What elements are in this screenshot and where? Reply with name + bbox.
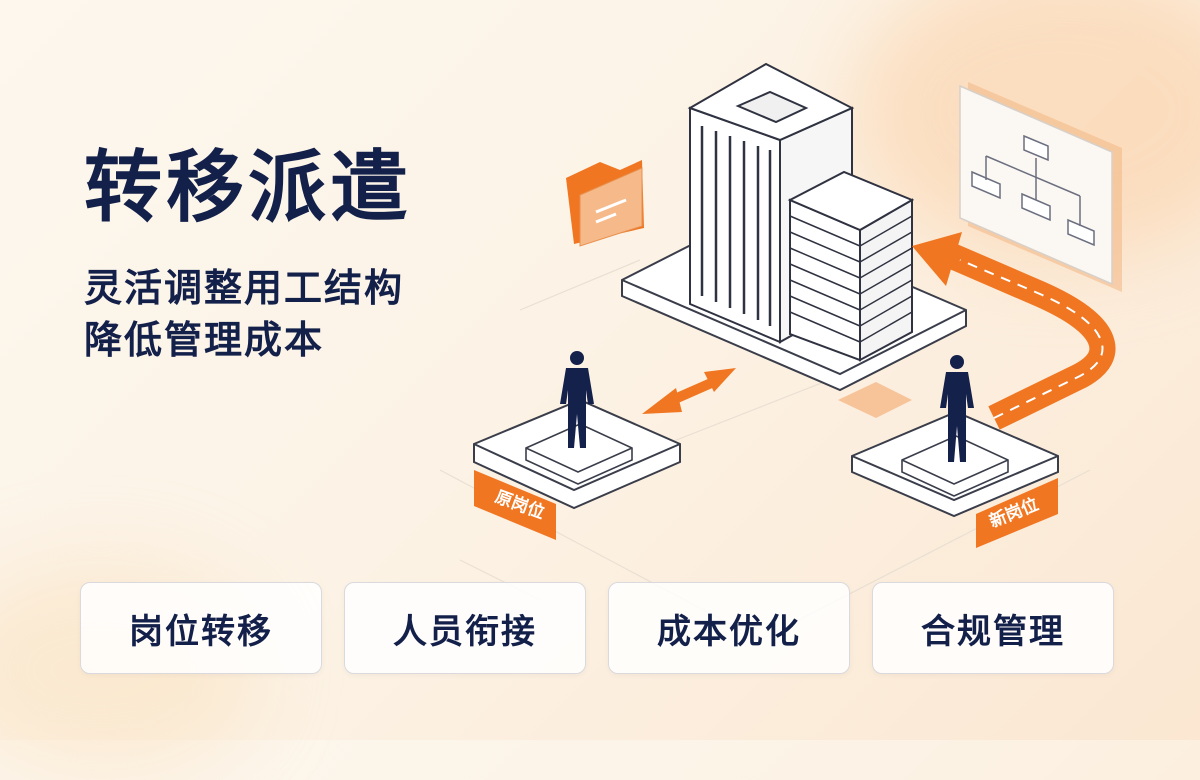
person-origin-icon [560,351,594,448]
origin-post-platform [473,398,681,510]
hero-text: 转移派遣 灵活调整用工结构 降低管理成本 [84,140,412,366]
subtitle-line-1: 灵活调整用工结构 [84,266,405,310]
feature-card-cost-optimization: 成本优化 [608,582,850,674]
double-arrow-icon [642,368,736,414]
feature-card-staff-handover: 人员衔接 [344,582,586,674]
transfer-illustration: 原岗位 新岗位 [439,62,1122,641]
folder-icon [566,160,644,247]
feature-card-post-transfer: 岗位转移 [80,582,322,674]
org-chart-icon [959,82,1122,292]
feature-cards: 岗位转移 人员衔接 成本优化 合规管理 [80,582,1114,674]
page-title: 转移派遣 [84,143,413,233]
subtitle-line-2: 降低管理成本 [84,318,325,362]
feature-card-compliance: 合规管理 [872,582,1114,674]
office-block [787,170,915,362]
new-post-platform [851,410,1059,518]
transfer-route-arrow [838,232,1116,430]
person-new-icon [940,355,974,462]
new-post-tag: 新岗位 [976,478,1058,548]
